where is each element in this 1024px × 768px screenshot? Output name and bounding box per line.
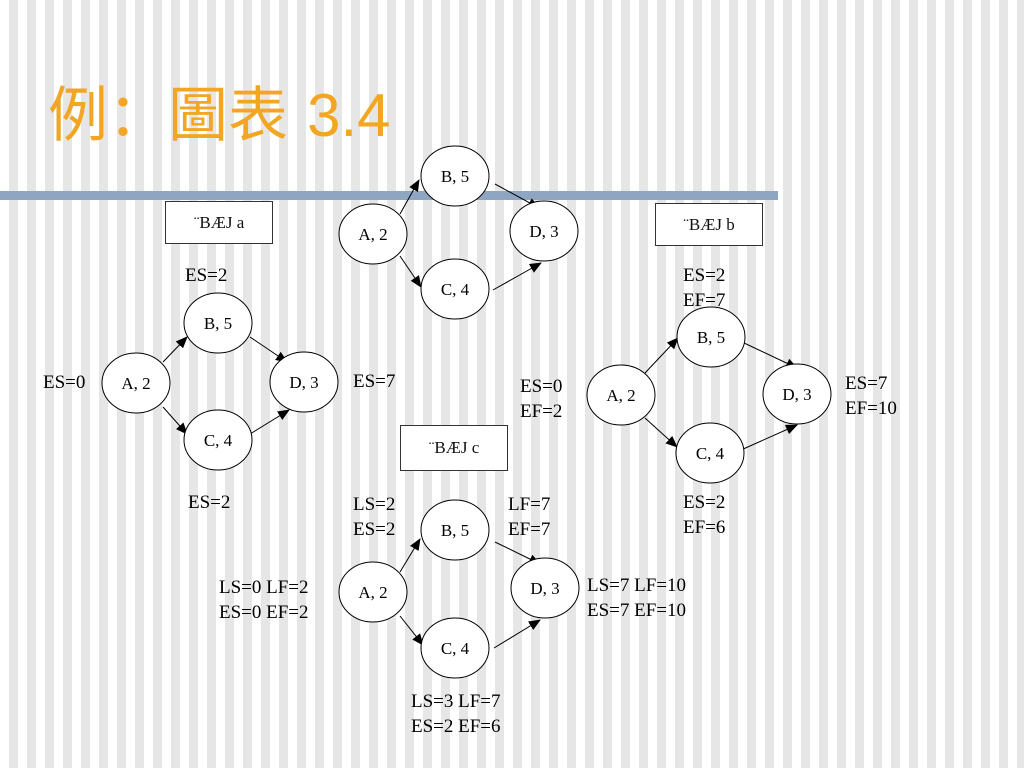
node-label-b: B, 5 [697,328,725,347]
panel-a-es-c: ES=2 [188,492,231,513]
node-c [183,409,253,471]
panel-c-c-es-ef: ES=2 EF=6 [411,716,501,737]
node-b [676,306,746,368]
panel-b-b-ef: EF=7 [683,290,726,311]
panel-a-es-d: ES=7 [353,371,396,392]
node-label-d: D, 3 [530,579,559,598]
network-a: A, 2 B, 5 C, 4 D, 3 [101,292,339,471]
edge-a-c [399,255,422,288]
edge-b-d [249,336,288,363]
node-label-a: A, 2 [358,583,387,602]
edge-a-c [162,406,188,435]
edge-a-b [644,337,679,374]
edge-b-d [741,341,798,369]
panel-b-c-values: ES=2 EF=6 [683,490,725,540]
node-label-b: B, 5 [441,167,469,186]
network-c: A, 2 B, 5 C, 4 D, 3 [338,499,580,679]
panel-c-c-values: LS=3 LF=7 ES=2 EF=6 [411,689,501,739]
panel-c-d-values: LS=7 LF=10 ES=7 EF=10 [587,573,686,623]
node-label-c: C, 4 [441,280,470,299]
panel-c-b-lf: LF=7 [508,494,551,515]
panel-b-d-es: ES=7 [845,373,888,394]
panel-a-es-b: ES=2 [185,265,228,286]
panel-c-b-es: ES=2 [353,519,396,540]
node-c [420,258,490,320]
panel-c-label: ¨BÆJ c [400,425,508,471]
node-d [510,557,580,619]
node-c [420,617,490,679]
node-label-a: A, 2 [121,374,150,393]
node-label-d: D, 3 [529,222,558,241]
node-d [269,351,339,413]
panel-b-b-es: ES=2 [683,265,726,286]
panel-c-b-right-values: LF=7 EF=7 [508,492,550,542]
panel-b-d-values: ES=7 EF=10 [845,371,897,421]
panel-c-b-left-values: LS=2 ES=2 [353,492,395,542]
edge-c-d [493,619,541,649]
panel-c-a-es-ef: ES=0 EF=2 [219,602,309,623]
panel-c-c-ls-lf: LS=3 LF=7 [411,691,501,712]
node-b [420,145,490,207]
edge-a-b [399,538,421,573]
slide-title: 例：圖表 3.4 [48,86,391,147]
node-d [762,363,832,425]
panel-a-label: ¨BÆJ a [165,201,273,244]
node-label-b: B, 5 [204,314,232,333]
node-a [101,352,171,414]
node-b [183,292,253,354]
node-d [509,200,579,262]
node-label-c: C, 4 [204,431,233,450]
node-label-d: D, 3 [782,385,811,404]
node-label-d: D, 3 [289,373,318,392]
network-top: A, 2 B, 5 C, 4 D, 3 [338,145,579,320]
node-c [675,422,745,484]
panel-a-es-a: ES=0 [43,372,86,393]
node-a [338,561,408,623]
node-a [338,203,408,265]
edge-a-b [399,179,420,215]
panel-b-a-values: ES=0 EF=2 [520,374,562,424]
node-label-a: A, 2 [358,225,387,244]
title-divider [0,191,778,200]
node-label-c: C, 4 [696,444,725,463]
panel-c-b-ef: EF=7 [508,519,551,540]
panel-c-a-ls-lf: LS=0 LF=2 [219,577,309,598]
panel-b-c-ef: EF=6 [683,517,726,538]
node-a [586,364,656,426]
node-label-b: B, 5 [441,521,469,540]
panel-b-a-es: ES=0 [520,376,563,397]
edge-a-c [644,417,678,448]
node-label-c: C, 4 [441,639,470,658]
panel-c-b-ls: LS=2 [353,494,396,515]
panel-c-d-es-ef: ES=7 EF=10 [587,600,687,621]
network-b: A, 2 B, 5 C, 4 D, 3 [586,306,832,484]
slide-title-text: 例：圖表 [48,81,308,151]
edge-c-d [492,262,542,291]
panel-b-c-es: ES=2 [683,492,726,513]
panel-c-d-ls-lf: LS=7 LF=10 [587,575,687,596]
slide-title-number: 3.4 [307,82,391,149]
node-b [420,499,490,561]
panel-c-a-values: LS=0 LF=2 ES=0 EF=2 [219,575,309,625]
edge-c-d [249,409,290,435]
panel-b-label: ¨BÆJ b [655,203,763,246]
panel-b-b-values: ES=2 EF=7 [683,263,725,313]
edge-a-b [162,336,188,363]
node-label-a: A, 2 [606,386,635,405]
edge-a-c [399,615,424,646]
edge-c-d [740,424,798,451]
panel-b-d-ef: EF=10 [845,398,897,419]
panel-b-a-ef: EF=2 [520,401,563,422]
